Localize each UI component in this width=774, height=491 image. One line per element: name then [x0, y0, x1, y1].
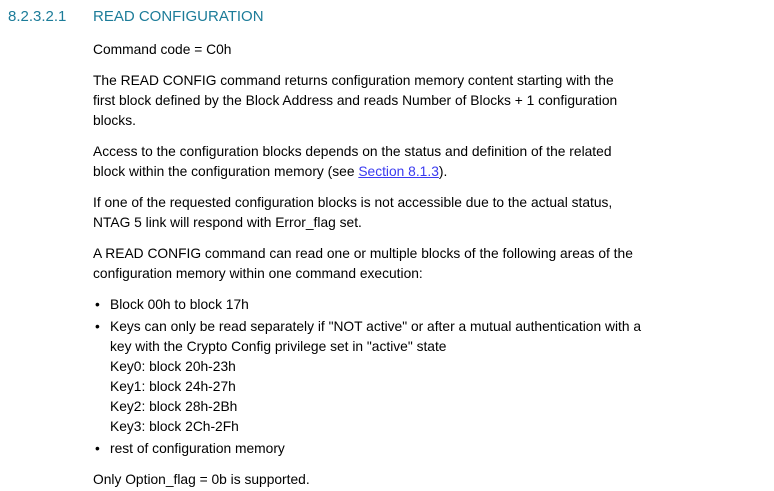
paragraph-read-config: The READ CONFIG command returns configur… [93, 73, 618, 128]
paragraph-access: Access to the configuration blocks depen… [93, 142, 766, 182]
paragraph-access-line2-suffix: ). [438, 164, 448, 179]
paragraph-access-line1: Access to the configuration blocks depen… [93, 144, 612, 159]
section-8-1-3-link[interactable]: Section 8.1.3 [358, 164, 439, 179]
section-title: READ CONFIGURATION [93, 8, 264, 25]
config-areas-list: Block 00h to block 17h Keys can only be … [93, 295, 766, 459]
paragraph-option-flag: Only Option_flag = 0b is supported. [93, 472, 310, 487]
list-item-keys: Keys can only be read separately if "NOT… [93, 317, 766, 437]
paragraph-access-line2-prefix: block within the configuration memory (s… [93, 164, 359, 179]
list-item-block-range: Block 00h to block 17h [93, 295, 766, 315]
paragraph-command-code: Command code = C0h [93, 42, 232, 57]
section-number: 8.2.3.2.1 [8, 8, 67, 25]
section-heading: 8.2.3.2.1 READ CONFIGURATION [8, 8, 766, 26]
paragraph-error-flag: If one of the requested configuration bl… [93, 195, 613, 230]
section-body: Command code = C0h The READ CONFIG comma… [93, 40, 766, 490]
paragraph-areas-intro: A READ CONFIG command can read one or mu… [93, 246, 633, 281]
list-item-rest-of-memory: rest of configuration memory [93, 439, 766, 459]
